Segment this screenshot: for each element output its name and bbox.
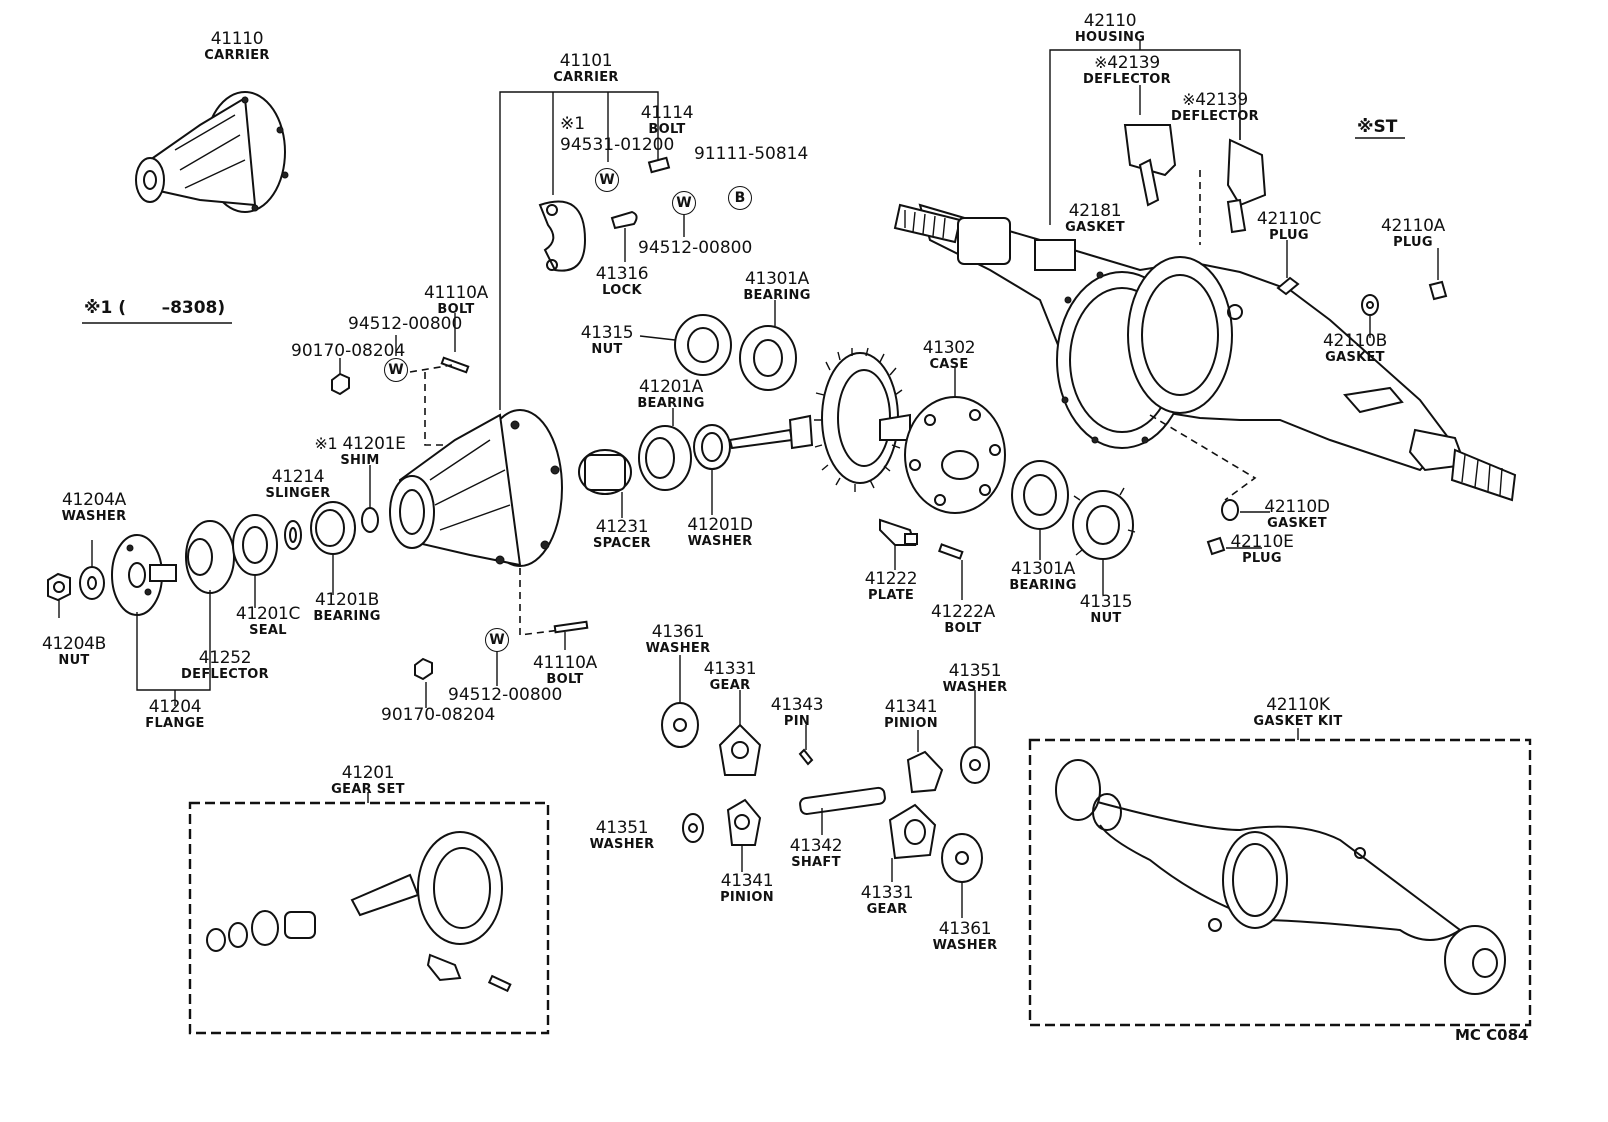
w-washer-symbol-2: W — [672, 191, 696, 215]
callout-90170-lower: 90170-08204 — [381, 705, 496, 725]
bolt-41114-drawing — [647, 150, 671, 174]
callout-94531-prefix: ※1 — [560, 114, 586, 134]
callout-91111: 91111-50814 — [694, 144, 809, 164]
drive-pinion-row — [578, 300, 1136, 600]
callout-94512-lower: 94512-00800 — [448, 685, 563, 705]
b-bolt-symbol: B — [728, 186, 752, 210]
w-washer-symbol-3: W — [384, 358, 408, 382]
lock-41316-drawing — [610, 210, 638, 262]
axle-housing-drawing — [893, 203, 1517, 502]
pinion-hardware-row — [47, 465, 379, 706]
center-carrier-drawing — [389, 409, 563, 567]
housing-leader — [1049, 40, 1241, 225]
drawing-code: MC C084 — [1455, 1026, 1529, 1044]
deflector-42139-drawings — [1123, 124, 1267, 245]
differential-small-parts — [661, 655, 990, 918]
callout-94531: 94531-01200 — [560, 135, 675, 155]
w-washer-symbol-1: W — [595, 168, 619, 192]
w-washer-symbol-4: W — [485, 628, 509, 652]
callout-94512-upper: 94512-00800 — [638, 238, 753, 258]
gasket-kit-box-drawing — [1028, 728, 1532, 1027]
carrier-41101-leader — [499, 91, 659, 410]
bearing-cap-drawing — [538, 200, 587, 272]
footnote-st: ※ST — [1357, 117, 1398, 137]
callout-94512-left: 94512-00800 — [348, 314, 463, 334]
gear-set-box-drawing — [188, 792, 550, 1035]
callout-90170-upper: 90170-08204 — [291, 341, 406, 361]
carrier-mount-hardware-lower — [414, 568, 589, 708]
housing-plugs-gaskets — [1206, 240, 1448, 556]
carrier-41110-drawing — [135, 91, 289, 213]
footnote-1: ※1 ( –8308) — [84, 298, 226, 318]
